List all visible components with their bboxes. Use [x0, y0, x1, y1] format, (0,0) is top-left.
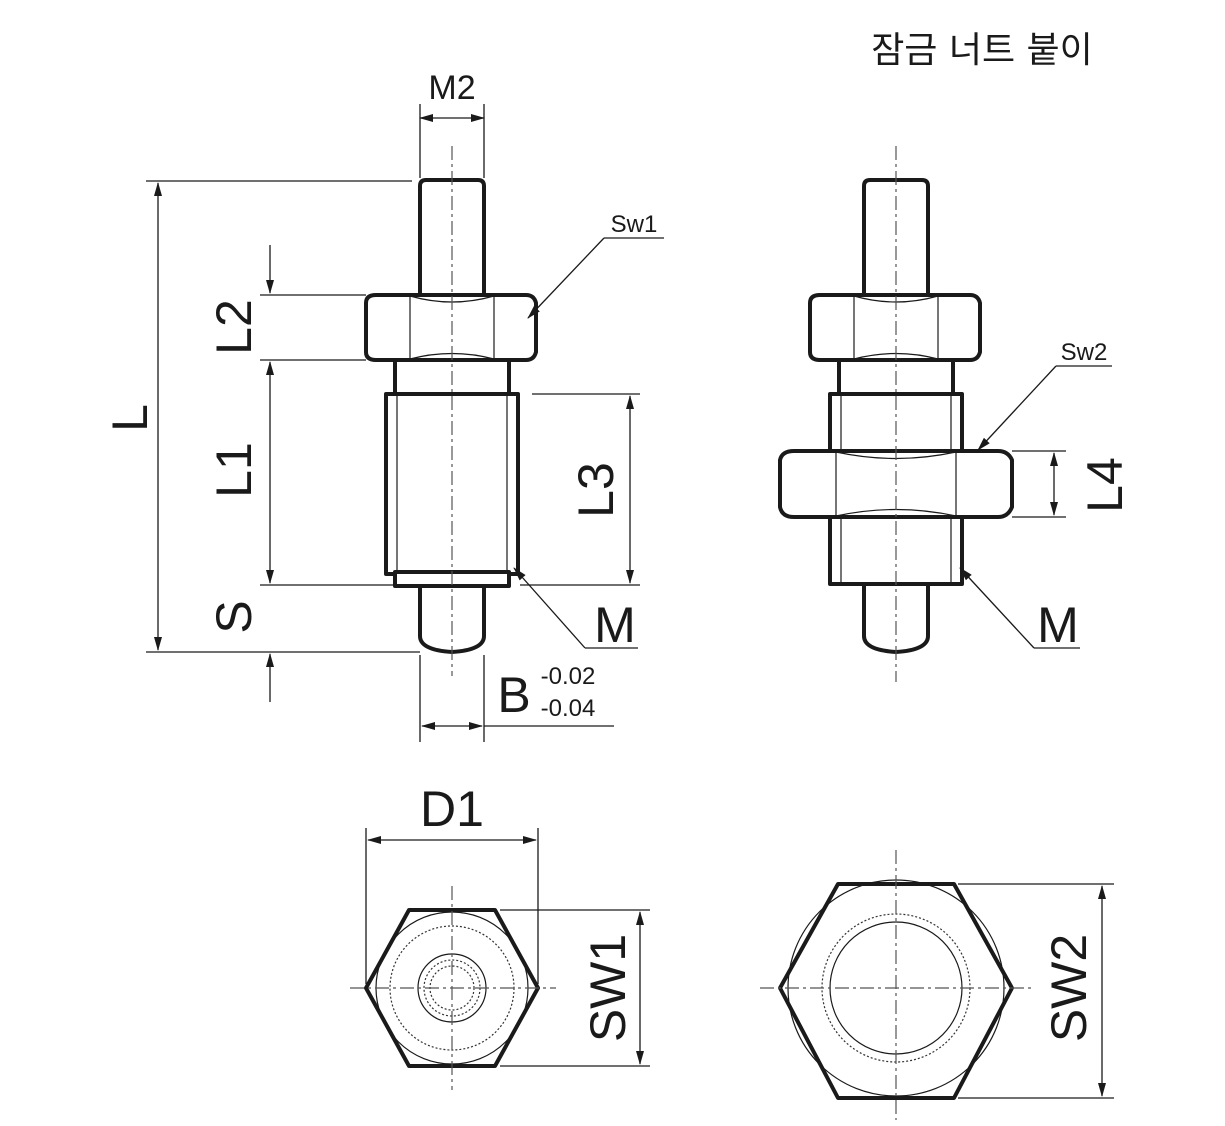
- label-s: S: [206, 600, 262, 633]
- label-sw1-leader: Sw1: [611, 211, 658, 238]
- label-d1: D1: [420, 781, 484, 837]
- end-view-left-dimensions: D1 SW1: [365, 781, 650, 1067]
- label-sw2-leader: Sw2: [1061, 339, 1108, 366]
- label-l4: L4: [1077, 457, 1133, 513]
- top-pin: [418, 178, 486, 298]
- right-dimensions: Sw2 L4 M: [959, 339, 1133, 653]
- hex-head-sw1: [364, 293, 538, 362]
- drawing-title: 잠금 너트 붙이: [871, 30, 1093, 71]
- label-sw2: SW2: [1041, 934, 1097, 1042]
- label-m-right: M: [1037, 597, 1079, 653]
- hex-head-right: [808, 293, 982, 362]
- label-b-tol-upper: -0.02: [541, 663, 596, 690]
- label-l1: L1: [206, 442, 262, 498]
- label-b: B: [497, 667, 530, 723]
- label-b-tol-lower: -0.04: [541, 695, 596, 722]
- side-view-right: [778, 146, 1014, 682]
- end-view-left: [350, 886, 556, 1090]
- label-l: L: [102, 404, 158, 432]
- label-sw1: SW1: [580, 934, 636, 1042]
- label-l2: L2: [206, 299, 262, 355]
- label-l3: L3: [568, 462, 624, 518]
- plunger-tip: [418, 584, 486, 654]
- side-view-left: [364, 146, 538, 676]
- label-m-left: M: [594, 597, 636, 653]
- left-dimensions: M2 L L2 L1 S L3 Sw1 M: [102, 69, 664, 742]
- label-m2: M2: [428, 69, 475, 107]
- end-view-right: [760, 850, 1032, 1120]
- end-view-right-dimensions: SW2: [958, 883, 1114, 1099]
- top-pin-right: [862, 178, 930, 298]
